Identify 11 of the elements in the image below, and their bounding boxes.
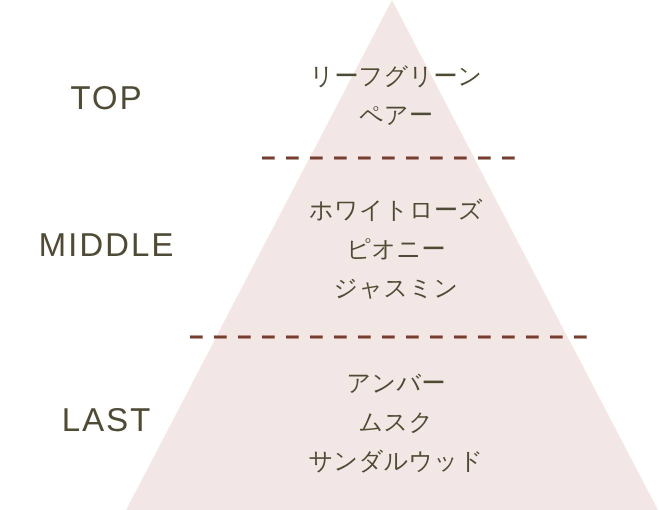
note-text: ジャスミン (333, 273, 458, 304)
note-text: リーフグリーン (310, 61, 482, 92)
note-text: ペアー (359, 100, 433, 131)
note-text: サンダルウッド (308, 446, 484, 477)
tier-label: MIDDLE (38, 226, 176, 264)
note-text: ホワイトローズ (308, 195, 483, 226)
note-text: ムスク (358, 407, 434, 438)
tier-label: TOP (70, 79, 144, 117)
note-text: アンバー (346, 368, 446, 399)
tier-label: LAST (62, 401, 152, 439)
note-text: ピオニー (346, 234, 446, 265)
